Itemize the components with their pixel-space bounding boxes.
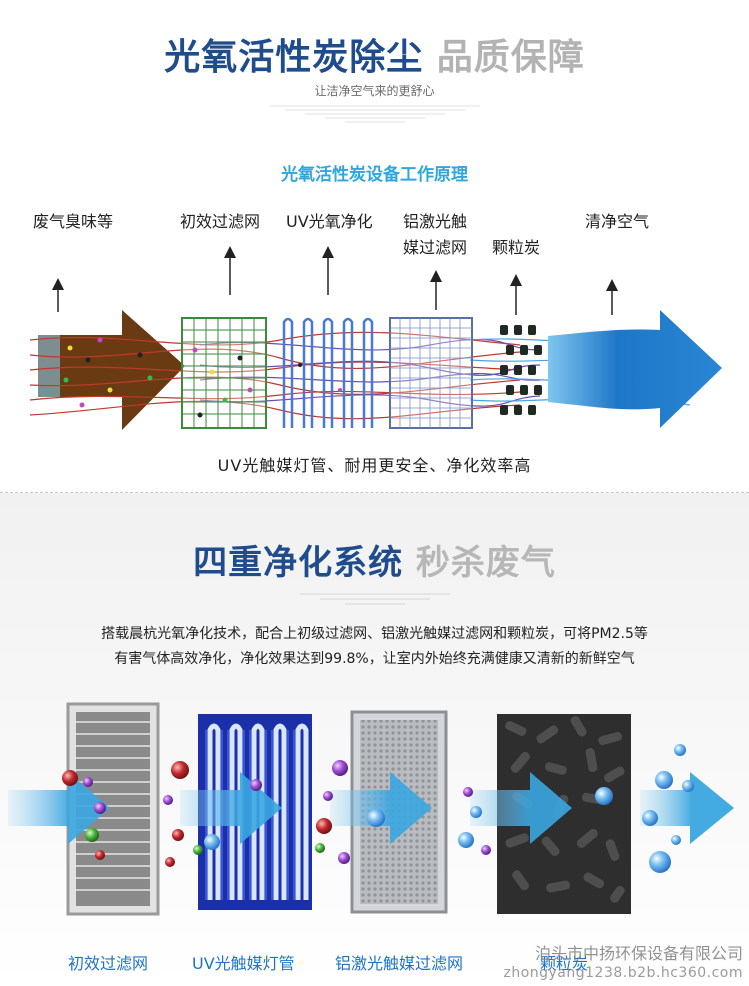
pollutant-dots: [63, 337, 342, 418]
airflow-arrow-icon: [180, 772, 282, 844]
label-uv: UV光氧净化: [286, 212, 373, 231]
label-aluminum-2: 媒过滤网: [403, 238, 468, 257]
uv-lamp-panel-icon: [198, 714, 312, 910]
section2-title: 四重净化系统 秒杀废气: [0, 535, 749, 584]
section-divider: [0, 492, 749, 493]
filter-stages-graphic: [8, 702, 734, 916]
stage-label-granular-carbon: 颗粒炭: [540, 954, 589, 973]
airflow-arrows: [8, 772, 734, 844]
diagram-title: 光氧活性炭设备工作原理: [281, 165, 468, 185]
label-primary-filter: 初效过滤网: [180, 212, 261, 231]
clean-air-arrow-icon: [548, 310, 722, 428]
label-granular-carbon: 颗粒炭: [492, 238, 541, 257]
granular-carbon-icon: [500, 325, 542, 415]
diagram-caption: UV光触媒灯管、耐用更安全、净化效率高: [217, 456, 532, 475]
primary-filter-grid-icon: [181, 317, 267, 429]
watermark-url: zhongyang1238.b2b.hc360.com: [503, 965, 743, 981]
watermark-company: 泊头市中扬环保设备有限公司: [534, 944, 743, 963]
label-waste-gas: 废气臭味等: [33, 212, 114, 231]
main-title-blue: 光氧活性炭除尘: [164, 37, 424, 78]
uv-lamp-tubes-icon: [282, 317, 374, 428]
airflow-arrow-icon: [8, 772, 110, 844]
aluminum-filter-grid-icon: [389, 317, 473, 429]
decorative-lines-2: [300, 593, 450, 605]
section2-desc-line2: 有害气体高效净化，净化效果达到99.8%，让室内外始终充满健康又清新的新鲜空气: [114, 651, 635, 667]
section2-desc-line1: 搭载晨杭光氧净化技术，配合上初级过滤网、铝激光触媒过滤网和颗粒炭，可将PM2.5…: [101, 626, 648, 642]
section2-title-blue: 四重净化系统: [193, 543, 404, 583]
main-title-gray: 品质保障: [436, 37, 585, 78]
main-title: 光氧活性炭除尘 品质保障: [0, 28, 749, 80]
section2-title-gray: 秒杀废气: [415, 543, 556, 583]
label-clean-air: 清净空气: [585, 212, 650, 231]
stage-label-primary-filter: 初效过滤网: [68, 954, 149, 973]
decorative-lines: [270, 105, 480, 123]
particle-balls: [62, 744, 694, 873]
main-subtitle: 让洁净空气来的更舒心: [314, 84, 435, 98]
label-aluminum-1: 铝激光触: [403, 212, 468, 231]
stage-label-uv-lamp: UV光触媒灯管: [192, 954, 295, 973]
stage-label-aluminum-filter: 铝激光触媒过滤网: [335, 954, 464, 973]
purification-diagram: [29, 246, 722, 430]
pointer-arrows: [52, 246, 618, 315]
